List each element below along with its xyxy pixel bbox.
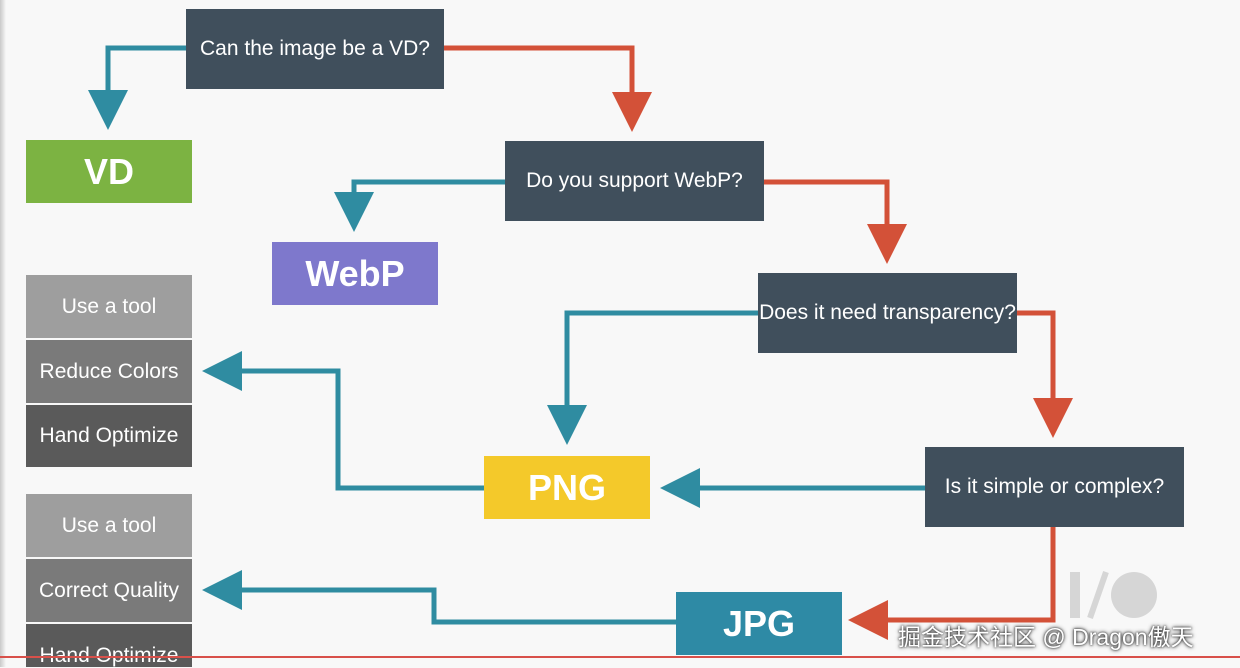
question-need-transparency: Does it need transparency? xyxy=(758,273,1017,353)
outcome-webp: WebP xyxy=(272,242,438,305)
jpg-step-use-tool: Use a tool xyxy=(26,494,192,557)
watermark-text: 掘金技术社区 @ Dragon傲天 xyxy=(898,624,1194,650)
question-can-be-vd: Can the image be a VD? xyxy=(186,9,444,89)
left-edge-shadow xyxy=(0,0,6,667)
arrow-q1-to-vd xyxy=(88,45,186,130)
arrow-q2-to-webp xyxy=(334,179,505,232)
png-step-use-tool: Use a tool xyxy=(26,275,192,338)
arrow-q3-to-png xyxy=(547,310,758,445)
arrow-q1-to-q2 xyxy=(444,45,652,132)
arrow-q3-to-q4 xyxy=(1017,310,1073,438)
jpg-step-hand-optimize: Hand Optimize xyxy=(26,624,192,667)
arrow-q4-to-jpg xyxy=(848,527,1056,640)
outcome-vd: VD xyxy=(26,140,192,203)
question-simple-or-complex: Is it simple or complex? xyxy=(925,447,1184,527)
outcome-png: PNG xyxy=(484,456,650,519)
arrow-jpg-to-steps xyxy=(202,570,676,625)
io-logo-icon xyxy=(1070,571,1157,619)
bottom-red-line xyxy=(0,656,1240,658)
arrow-q2-to-q3 xyxy=(764,179,907,264)
arrow-png-to-steps xyxy=(202,351,484,491)
question-support-webp: Do you support WebP? xyxy=(505,141,764,221)
outcome-jpg: JPG xyxy=(676,592,842,655)
jpg-step-correct-quality: Correct Quality xyxy=(26,559,192,622)
png-step-reduce-colors: Reduce Colors xyxy=(26,340,192,403)
png-step-hand-optimize: Hand Optimize xyxy=(26,405,192,467)
